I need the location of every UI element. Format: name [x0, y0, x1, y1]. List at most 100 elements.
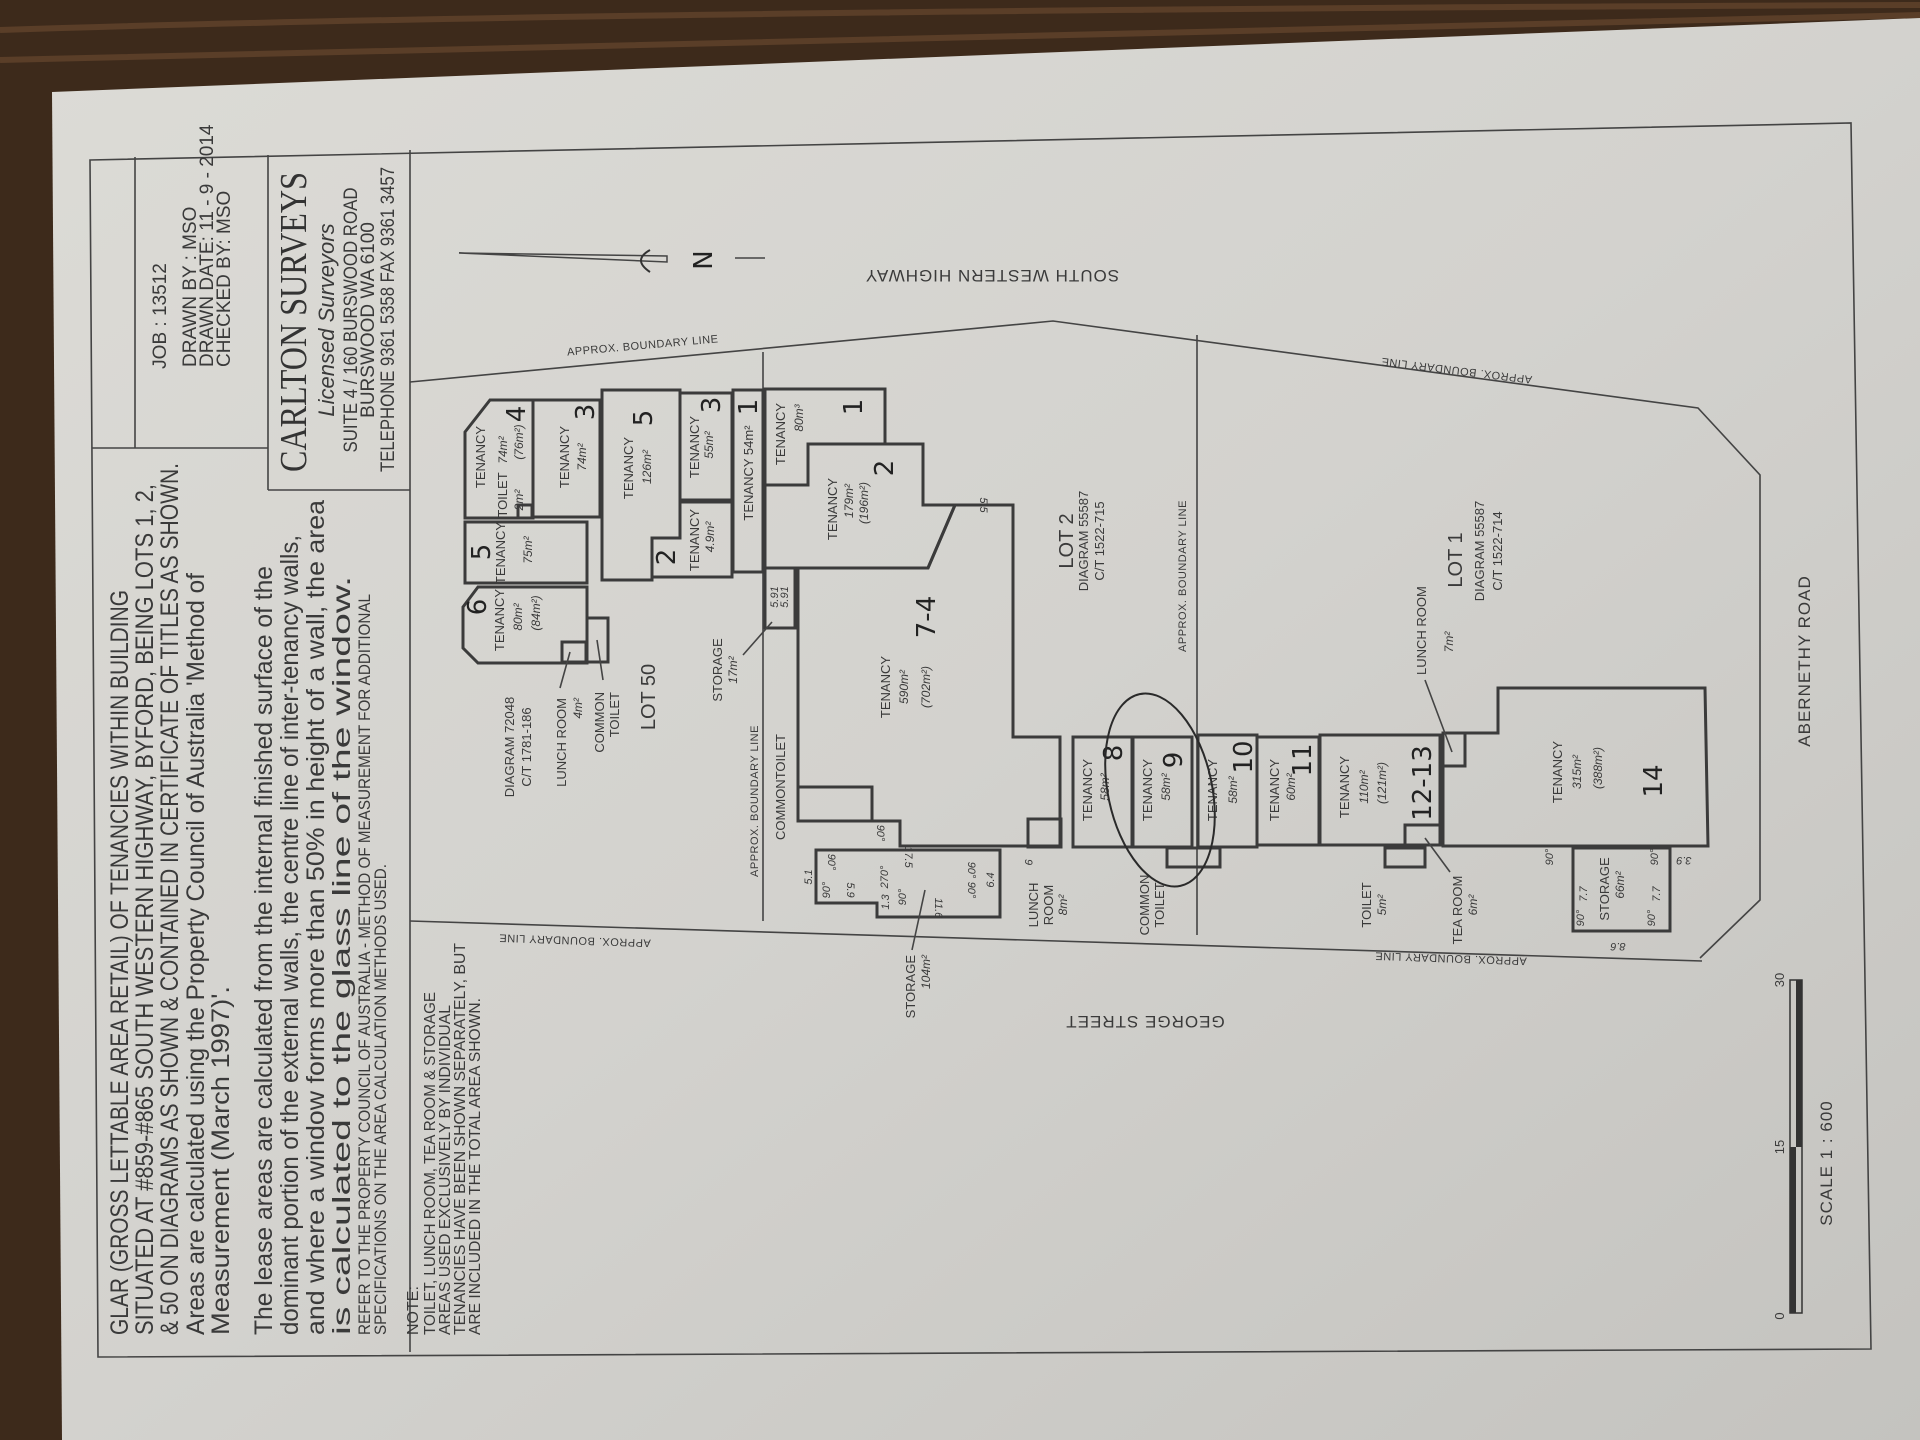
dimension: 90° — [825, 854, 837, 871]
dimension: 5.91 — [769, 586, 781, 607]
tenancy-area: 126m² — [640, 449, 654, 484]
tenancy-area: 58m² — [1226, 775, 1240, 803]
company-block: CARLTON SURVEYS Licensed Surveyors SUITE… — [273, 167, 399, 472]
scale-tick-30: 30 — [1772, 973, 1787, 987]
scale-label: SCALE 1 : 600 — [1817, 1100, 1836, 1225]
tenancy-number: 5 — [629, 410, 659, 427]
common-toilet-50: COMMON TOILET — [592, 639, 622, 753]
tea-room-6: TEA ROOM 6m² — [1424, 837, 1480, 945]
room-label: COMMON — [592, 692, 607, 753]
tenancy-label: TENANCY — [621, 437, 636, 499]
tenancy-6: TENANCY 80m² (84m²) 6 — [461, 585, 589, 665]
north-arrow: N — [458, 249, 765, 273]
room-label: COMMON — [1137, 875, 1152, 936]
tenancy-label: TENANCY — [773, 403, 788, 465]
lunch-room-7-outline — [1441, 731, 1467, 768]
dimension: 90° — [965, 882, 977, 899]
scale-bar-segment — [1796, 980, 1802, 1147]
company-address-1: SUITE 4 / 160 BURSWOOD ROAD — [341, 188, 362, 453]
tenancy-14: TENANCY 315m² (388m²) 14 — [1441, 686, 1710, 848]
note-line: TOILET, LUNCH ROOM, TEA ROOM & STORAGE — [422, 992, 439, 1335]
lot-1-label: LOT 1 DIAGRAM 55587 C/T 1522-714 — [1445, 501, 1505, 601]
tenancy-label: TENANCY 54m² — [741, 425, 756, 521]
tenancy-area: 315m² — [1570, 754, 1584, 789]
toilet-outline — [1383, 846, 1427, 869]
toilet-label: TOILET — [495, 472, 510, 517]
tenancy-number: 11 — [1288, 743, 1318, 776]
tenancy-number: 6 — [463, 599, 493, 616]
dimension: 270° — [879, 865, 891, 889]
tenancy-area: 110m² — [1357, 769, 1371, 803]
tenancy-outline — [731, 388, 765, 574]
dimension: 90° — [874, 825, 886, 842]
boundary-label: APPROX. BOUNDARY LINE — [1375, 949, 1527, 966]
description-text: GLAR (GROSS LETTABLE AREA RETAIL) OF TEN… — [106, 463, 390, 1335]
dimension: 5.1 — [803, 869, 815, 884]
dimension: 5.9 — [844, 882, 856, 897]
dimension: 3.9 — [1676, 854, 1691, 866]
scale-bar: 0 15 30 SCALE 1 : 600 — [1772, 973, 1836, 1320]
boundary-label: APPROX. BOUNDARY LINE — [749, 725, 761, 877]
highway-boundary — [409, 320, 1761, 959]
dimension: 90° — [1649, 848, 1661, 865]
tenancy-gross-area: (76m²) — [512, 424, 526, 459]
room-label: TOILET — [1359, 882, 1374, 927]
dimension: 90° — [965, 862, 977, 879]
room-label: LUNCH — [1026, 883, 1041, 928]
tenancy-area: 58m² — [1159, 772, 1173, 800]
tenancy-number: 4 — [502, 406, 532, 423]
tenancy-outline — [463, 520, 589, 585]
boundary-label: APPROX. BOUNDARY LINE — [499, 931, 651, 948]
room-label: TEA ROOM — [1450, 876, 1465, 945]
storage-outline — [814, 848, 1002, 919]
note-block: NOTE: TOILET, LUNCH ROOM, TEA ROOM & STO… — [405, 943, 484, 1335]
wood-grain — [0, 2, 1920, 63]
tenancy-number: 10 — [1229, 740, 1259, 773]
tenancy-label: TENANCY — [492, 589, 507, 651]
description-line: The lease areas are calculated from the … — [250, 566, 278, 1335]
note-heading: NOTE: — [405, 1286, 422, 1335]
dimension: 90° — [897, 888, 909, 905]
tenancy-number: 3 — [571, 404, 601, 421]
dimension: 6.4 — [985, 872, 997, 887]
tenancy-area: 75m² — [521, 535, 535, 563]
tenancy-3a: TENANCY 74m² 3 — [531, 398, 602, 519]
tenancy-number: 8 — [1099, 745, 1129, 762]
tenancy-number: 14 — [1639, 764, 1669, 797]
common-toilet-outline — [796, 785, 874, 823]
leader-line — [911, 889, 926, 951]
road-abernethy-road: ABERNETHY ROAD — [1795, 575, 1814, 746]
tenancy-number: 9 — [1159, 752, 1189, 769]
tenancy-number: 12-13 — [1408, 745, 1438, 821]
note-line: ARE INCLUDED IN THE TOTAL AREA SHOWN. — [467, 998, 484, 1335]
leader-line — [1424, 679, 1453, 753]
dimension: 9 — [1022, 859, 1034, 865]
room-area: 8m² — [1056, 894, 1070, 916]
tenancy-label: TENANCY — [1080, 759, 1095, 821]
description-line: is calculated to the glass line of the w… — [328, 576, 356, 1335]
north-arrow-icon — [458, 252, 668, 263]
road-george-street: GEORGE STREET — [1065, 1012, 1224, 1031]
leader-line — [596, 639, 604, 681]
tenancy-number: 1 — [839, 399, 869, 416]
lunch-room-4: LUNCH ROOM 4m² — [554, 651, 585, 787]
dimension: 1.3 — [880, 893, 892, 909]
leader-line — [1424, 837, 1451, 873]
room-area: 66m² — [1613, 870, 1627, 898]
tenancy-number: 2 — [652, 549, 682, 566]
boundary-label: APPROX. BOUNDARY LINE — [1177, 500, 1189, 652]
tenancy-5a: TENANCY 75m² 5 — [463, 520, 589, 585]
company-tagline: Licensed Surveyors — [314, 223, 339, 416]
lot-ct: C/T 1522-714 — [1490, 511, 1505, 590]
lot-50-label: LOT 50 DIAGRAM 72048 C/T 1781-186 — [502, 664, 660, 797]
room-area: 17m² — [726, 655, 740, 683]
lunch-room-8: 9 LUNCH ROOM 8m² — [1022, 817, 1070, 928]
dimension: 90° — [1544, 848, 1556, 865]
lot-name: LOT 50 — [638, 664, 660, 730]
room-label: STORAGE — [903, 955, 918, 1019]
tenancy-area: 80m³ — [792, 403, 806, 431]
tenancy-1a: TENANCY 54m² 1 — [731, 388, 765, 574]
common-toilet-label: COMMONTOILET — [773, 734, 788, 840]
room-label: LUNCH ROOM — [1414, 586, 1429, 675]
